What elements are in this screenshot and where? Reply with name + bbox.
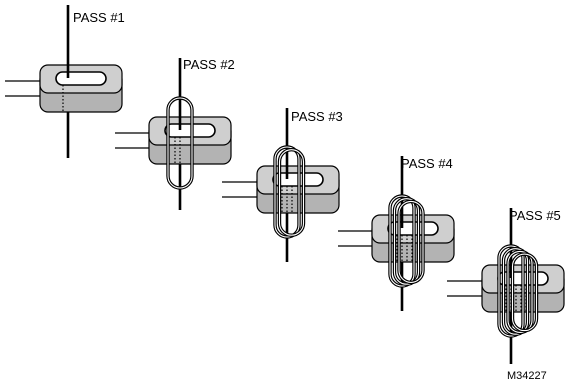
pass-label: PASS #3 bbox=[291, 109, 343, 124]
pass-group-5: PASS #5 bbox=[447, 208, 565, 364]
pass-group-1: PASS #1 bbox=[5, 5, 125, 158]
conductor-loop-highlight bbox=[389, 195, 415, 287]
conductor-loop-highlight bbox=[507, 250, 533, 333]
conductor-loop-highlight bbox=[278, 149, 305, 236]
conductor-loop-highlight bbox=[274, 146, 300, 238]
conductor-loop-highlight bbox=[398, 200, 424, 283]
conductor-loop-highlight bbox=[502, 248, 529, 335]
sensor-core-opening bbox=[55, 71, 107, 86]
pass-group-3: PASS #3 bbox=[222, 108, 343, 262]
conductor-loop-highlight bbox=[393, 198, 420, 285]
pass-group-4: PASS #4 bbox=[338, 156, 455, 311]
conductor-loop-highlight bbox=[511, 253, 538, 332]
pass-label: PASS #2 bbox=[183, 57, 235, 72]
pass-label: PASS #4 bbox=[401, 156, 453, 171]
sensor-core-opening bbox=[164, 123, 216, 138]
drawing-number: M34227 bbox=[507, 370, 547, 382]
pass-label: PASS #1 bbox=[73, 10, 125, 25]
pass-label: PASS #5 bbox=[509, 208, 561, 223]
drawing-number-group: M34227 bbox=[507, 370, 547, 382]
conductor-loop-highlight bbox=[167, 97, 193, 189]
conductor-loop-highlight bbox=[498, 245, 524, 337]
pass-group-2: PASS #2 bbox=[115, 57, 235, 210]
